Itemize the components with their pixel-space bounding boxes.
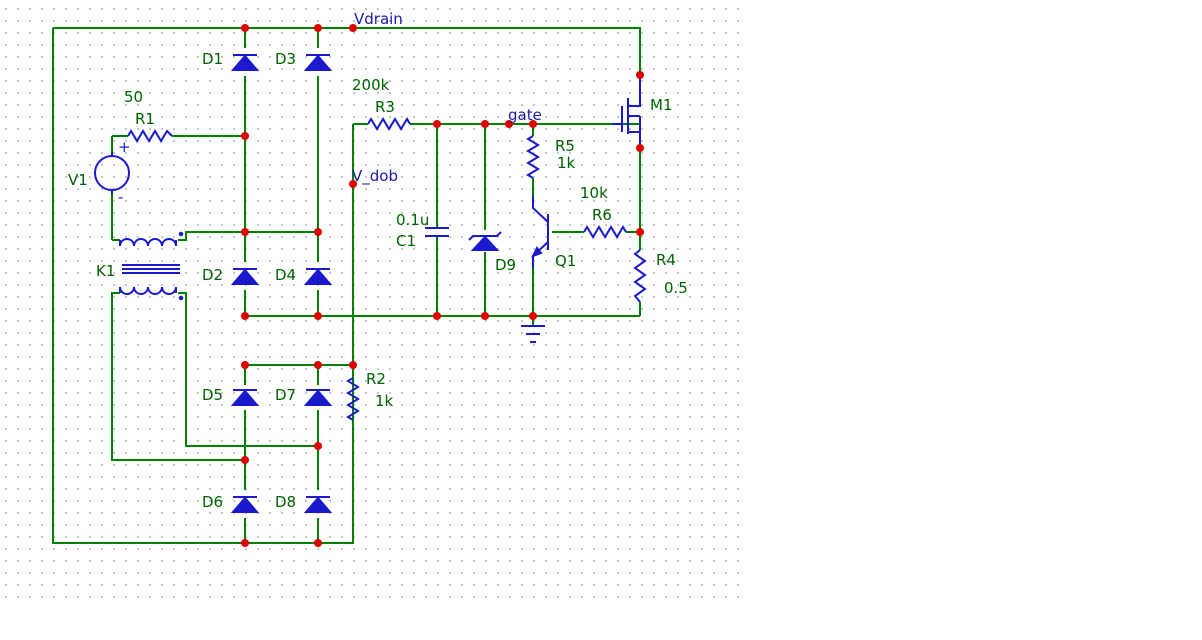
- v1-plus-sign: +: [118, 138, 131, 156]
- resistor-R3[interactable]: [367, 117, 411, 131]
- value-R4: 0.5: [664, 279, 688, 297]
- k1-secondary-dot: [178, 295, 184, 301]
- label-Q1: Q1: [555, 252, 576, 270]
- value-C1: 0.1u: [396, 211, 429, 229]
- label-R4: R4: [656, 251, 676, 269]
- label-R1: R1: [135, 110, 155, 128]
- junction-dots: [241, 24, 644, 547]
- label-D6: D6: [202, 493, 223, 511]
- net-label-gate: gate: [508, 106, 542, 124]
- diode-D8[interactable]: [303, 496, 333, 513]
- label-D1: D1: [202, 50, 223, 68]
- label-C1: C1: [396, 232, 416, 250]
- value-R2: 1k: [375, 392, 394, 410]
- resistor-R5[interactable]: [526, 135, 540, 179]
- net-label-v-dob: V_dob: [352, 167, 398, 186]
- resistor-R2[interactable]: [346, 377, 360, 421]
- diode-D4[interactable]: [303, 268, 333, 285]
- grid-background: [0, 0, 744, 600]
- bjt-Q1[interactable]: [530, 196, 549, 268]
- label-R3: R3: [375, 98, 395, 116]
- value-R1: 50: [124, 88, 143, 106]
- v1-minus-sign: -: [118, 188, 123, 206]
- label-D8: D8: [275, 493, 296, 511]
- label-R2: R2: [366, 370, 386, 388]
- label-R5: R5: [555, 137, 575, 155]
- diode-D3[interactable]: [303, 54, 333, 71]
- label-D5: D5: [202, 386, 223, 404]
- label-D9: D9: [495, 256, 516, 274]
- diode-D6[interactable]: [230, 496, 260, 513]
- label-V1: V1: [68, 171, 88, 189]
- transformer-K1[interactable]: [119, 231, 184, 301]
- diode-D2[interactable]: [230, 268, 260, 285]
- label-D3: D3: [275, 50, 296, 68]
- value-R5: 1k: [557, 154, 576, 172]
- voltage-source-V1[interactable]: + -: [94, 138, 131, 206]
- resistor-R4[interactable]: [633, 249, 647, 303]
- label-D2: D2: [202, 266, 223, 284]
- k1-primary-dot: [178, 231, 184, 237]
- resistor-R1[interactable]: [127, 129, 173, 143]
- ground-symbol: [521, 325, 545, 343]
- resistor-R6[interactable]: [583, 225, 627, 239]
- diode-D7[interactable]: [303, 389, 333, 406]
- diode-D1[interactable]: [230, 54, 260, 71]
- label-D4: D4: [275, 266, 296, 284]
- label-K1: K1: [96, 262, 115, 280]
- value-R3: 200k: [352, 76, 390, 94]
- label-M1: M1: [650, 96, 673, 114]
- zener-diode-D9[interactable]: [468, 231, 502, 251]
- value-R6: 10k: [580, 184, 608, 202]
- mosfet-M1[interactable]: [612, 75, 641, 148]
- wires: [52, 27, 641, 544]
- net-label-vdrain: Vdrain: [354, 10, 403, 28]
- diode-D5[interactable]: [230, 389, 260, 406]
- capacitor-C1[interactable]: [425, 227, 449, 237]
- label-D7: D7: [275, 386, 296, 404]
- label-R6: R6: [592, 206, 612, 224]
